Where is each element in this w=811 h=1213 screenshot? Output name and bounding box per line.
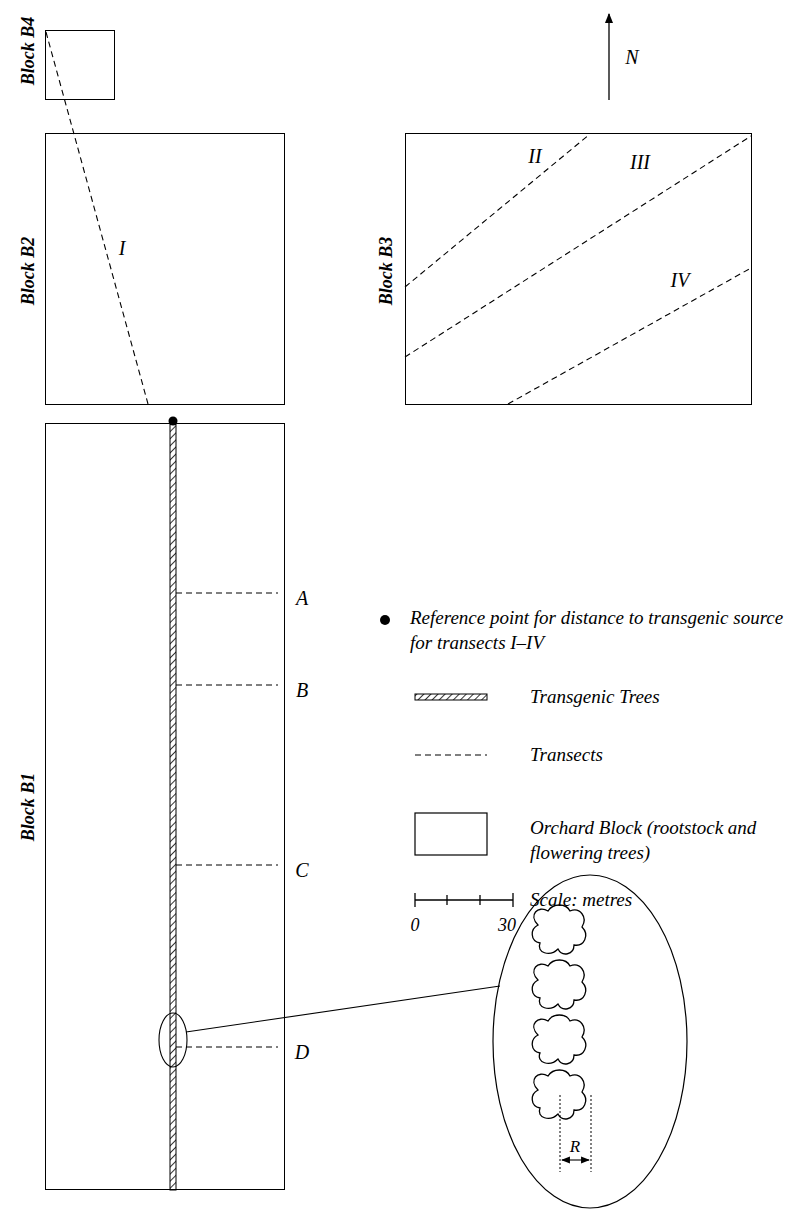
reference-point — [169, 417, 178, 426]
transgenic-row — [170, 424, 176, 1190]
scale-bar — [415, 893, 513, 907]
radius-arrow — [562, 1159, 589, 1160]
tree-crowns — [532, 905, 585, 1119]
map-label: D — [295, 1041, 309, 1063]
orchard-block: Block B4 — [45, 30, 115, 100]
map-label: 30 — [498, 916, 516, 936]
legend-text: Transects — [530, 743, 800, 768]
map-label: II — [528, 145, 541, 167]
legend-text: Reference point for distance to transgen… — [410, 606, 802, 655]
legend-row-sample — [415, 694, 487, 700]
map-label: A — [296, 587, 308, 609]
transects — [46, 32, 751, 1047]
orchard-block: Block B2 — [45, 133, 285, 405]
block-label: Block B4 — [19, 17, 39, 86]
orchard-block: Block B1 — [45, 423, 285, 1190]
legend-dot — [380, 615, 390, 625]
dimension-label: R — [569, 1138, 581, 1157]
north-arrow — [608, 14, 609, 100]
legend-text: Transgenic Trees — [530, 685, 800, 710]
block-label: Block B3 — [377, 237, 397, 306]
leader-line — [186, 986, 500, 1032]
map-label: I — [119, 237, 126, 259]
radius-guides — [560, 1095, 591, 1172]
orchard-block: Block B3 — [405, 133, 752, 405]
legend-text: Scale: metres — [530, 888, 800, 913]
callout-ellipse: R — [492, 874, 688, 1209]
map-label: 0 — [411, 916, 420, 936]
map-label: IV — [671, 269, 690, 291]
map-label: N — [625, 46, 638, 68]
callout-ellipse — [159, 1013, 187, 1067]
map-label: B — [296, 679, 308, 701]
ellipse-outline — [492, 874, 688, 1209]
block-label: Block B2 — [19, 237, 39, 306]
map-label: C — [295, 859, 308, 881]
map-label: III — [630, 151, 650, 173]
legend-transect-sample — [415, 754, 487, 755]
legend-block-sample — [415, 813, 487, 855]
legend-text: Orchard Block (rootstock and flowering t… — [530, 816, 800, 865]
block-label: Block B1 — [19, 773, 39, 842]
